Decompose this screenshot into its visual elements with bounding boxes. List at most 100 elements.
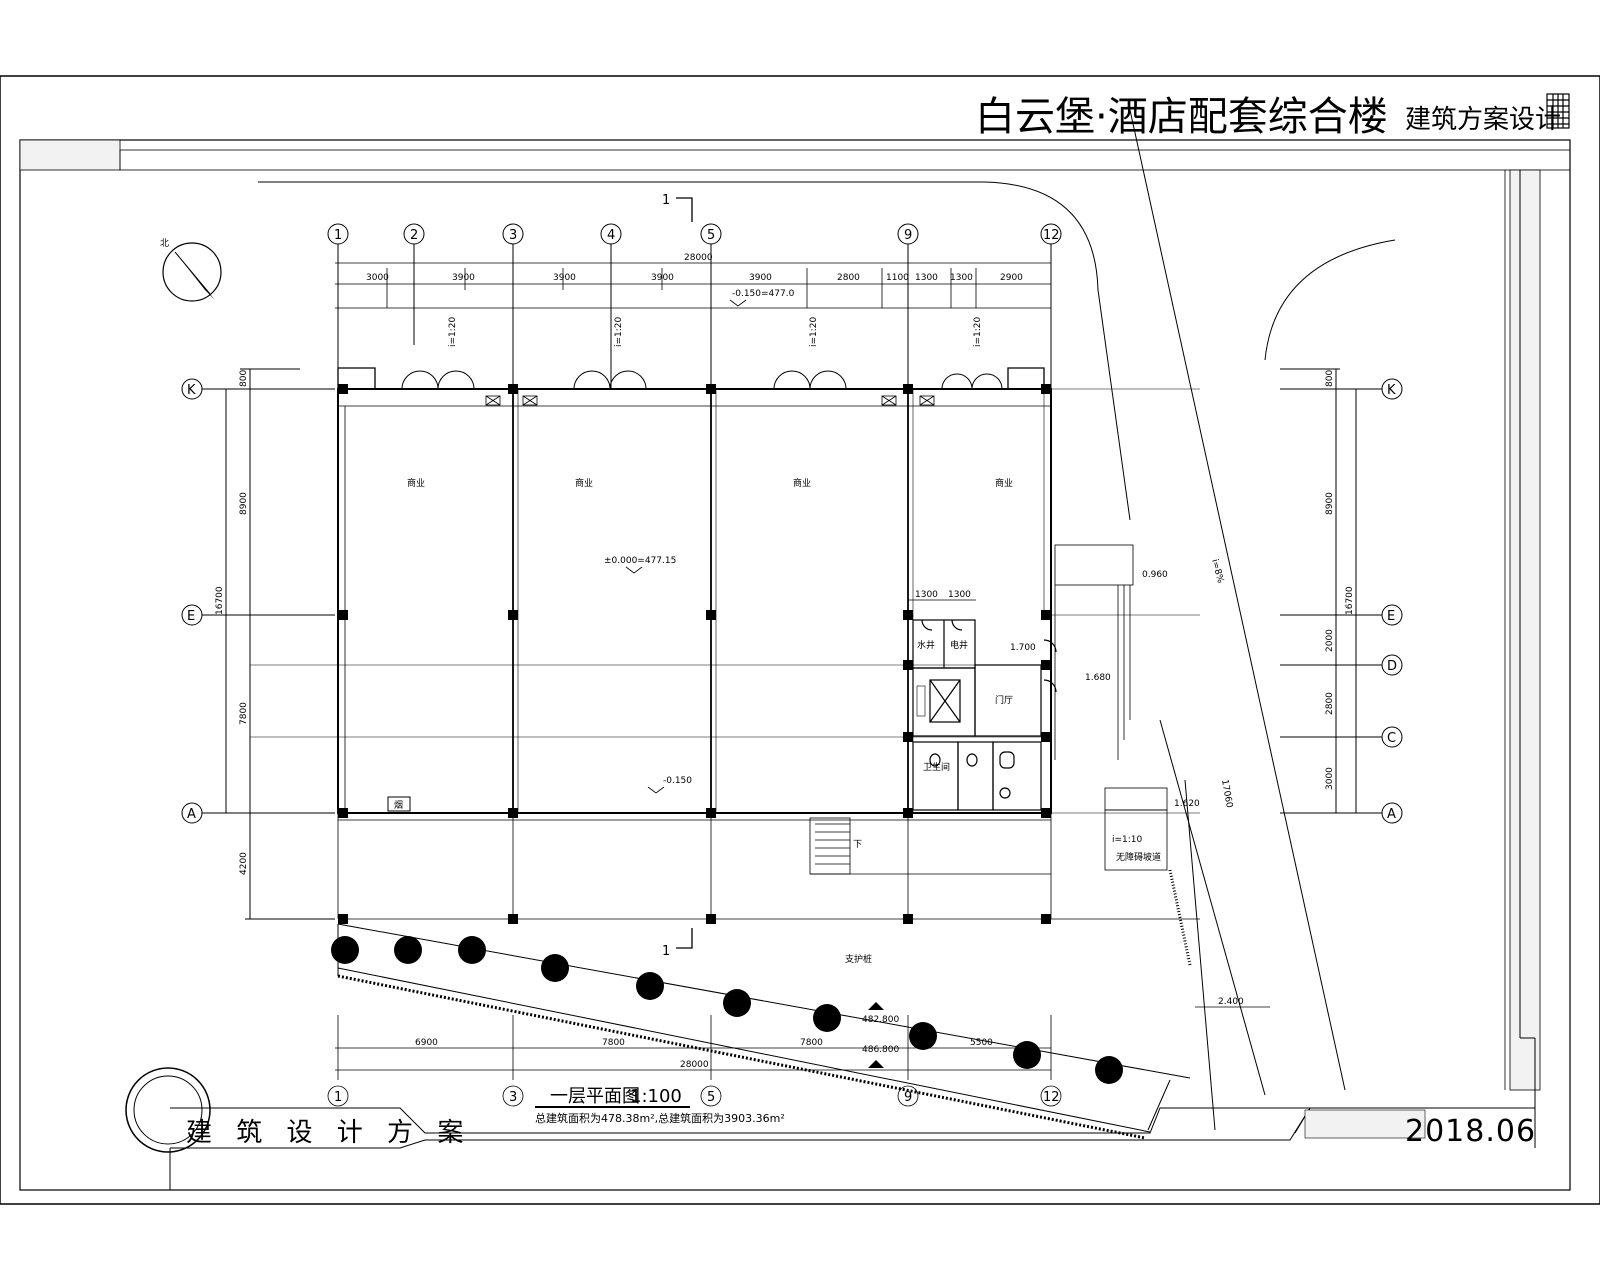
level-l1: 0.960	[1142, 570, 1168, 580]
ramp-4: i=1:20	[973, 316, 983, 347]
ramp-hatch	[1168, 869, 1192, 966]
level-l4: 1.620	[1174, 799, 1200, 809]
smoke-label: 烟	[394, 799, 403, 811]
structural-columns	[338, 384, 1051, 924]
north-arrow-icon	[162, 242, 222, 302]
axis-bottom-5: 5	[707, 1090, 715, 1105]
stamp-text: 建 筑 设 计 方 案	[186, 1118, 471, 1148]
dim-bottom-0: 6900	[415, 1038, 438, 1048]
drawing-name: 一层平面图	[550, 1086, 640, 1107]
level-indoor: -0.150	[663, 776, 692, 786]
ramp-1: i=1:20	[448, 316, 458, 347]
dim-right-3: 2800	[1325, 692, 1335, 715]
room-water-shaft: 水井	[917, 639, 935, 651]
axis-right-D: D	[1387, 659, 1397, 674]
dim-top-7: 1300	[915, 273, 938, 283]
level-floor: ±0.000=477.15	[604, 556, 676, 566]
axis-top-9: 9	[904, 228, 912, 243]
dim-top-total: 28000	[684, 253, 713, 263]
building-outline	[250, 367, 1200, 920]
level-l7-symbol	[868, 1060, 884, 1068]
title-block-icon	[1546, 93, 1570, 129]
room-shop-4: 商业	[995, 477, 1013, 489]
dim-top-6: 1100	[886, 273, 909, 283]
dim-top-1: 3900	[452, 273, 475, 283]
section-label-top: 1	[662, 193, 670, 208]
dim-right-4: 3000	[1325, 767, 1335, 790]
level-l3: 1.680	[1085, 673, 1111, 683]
facade-doors	[401, 370, 1003, 390]
axis-left-E: E	[187, 609, 195, 624]
dim-right-1: 8900	[1325, 492, 1335, 515]
level-l5: 2.400	[1218, 997, 1244, 1007]
dim-left-total: 16700	[215, 586, 225, 615]
room-shop-1: 商业	[407, 477, 425, 489]
service-core	[912, 619, 1057, 811]
bottom-dimensions	[327, 1015, 1062, 1107]
level-l7: 486.800	[862, 1045, 899, 1055]
level-indoor-symbol	[647, 786, 665, 794]
exterior-steps	[809, 544, 1168, 875]
duct-symbols	[485, 395, 935, 406]
room-shop-3: 商业	[793, 477, 811, 489]
access-ramp-label: 无障碍坡道	[1116, 851, 1161, 863]
room-stair-dim-1: 1300	[948, 590, 971, 600]
axis-top-1: 1	[334, 228, 342, 243]
level-entry-symbol	[729, 299, 747, 307]
dim-right-total: 16700	[1345, 586, 1355, 615]
right-axis	[1280, 368, 1403, 824]
axis-top-3: 3	[509, 228, 517, 243]
room-wc: 卫生间	[923, 761, 950, 773]
sheet-frame	[0, 75, 1600, 1205]
axis-left-A: A	[187, 807, 196, 822]
dim-bottom-3: 5500	[970, 1038, 993, 1048]
axis-right-K: K	[1387, 383, 1396, 398]
axis-top-2: 2	[410, 228, 418, 243]
dim-top-0: 3000	[366, 273, 389, 283]
area-note: 总建筑面积为478.38m²,总建筑面积为3903.36m²	[535, 1111, 785, 1125]
road-slope: i=8%	[1209, 558, 1225, 585]
drawing-subtitle: 建筑方案设计	[1405, 105, 1561, 135]
dim-top-3: 3900	[651, 273, 674, 283]
room-lobby: 门厅	[995, 694, 1013, 706]
drawing-title: 白云堡·酒店配套综合楼	[975, 94, 1388, 140]
axis-bottom-12: 12	[1043, 1090, 1060, 1105]
dim-right-2: 2000	[1325, 629, 1335, 652]
dim-left-1: 8900	[239, 492, 249, 515]
room-shop-2: 商业	[575, 477, 593, 489]
axis-bottom-3: 3	[509, 1090, 517, 1105]
level-floor-symbol	[625, 566, 643, 574]
retaining-wall-label: 支护桩	[845, 953, 872, 965]
axis-top-12: 12	[1043, 228, 1060, 243]
ramp-2: i=1:20	[614, 316, 624, 347]
section-mark-top	[676, 197, 693, 949]
dim-bottom-1: 7800	[602, 1038, 625, 1048]
drawing-date: 2018.06	[1405, 1114, 1536, 1149]
room-stair-dim-0: 1300	[915, 590, 938, 600]
axis-top-4: 4	[607, 228, 615, 243]
axis-right-A: A	[1387, 807, 1396, 822]
dim-top-8: 1300	[950, 273, 973, 283]
axis-bottom-1: 1	[334, 1090, 342, 1105]
dim-left-3: 4200	[239, 852, 249, 875]
top-dimensions	[335, 262, 1051, 309]
dim-top-9: 2900	[1000, 273, 1023, 283]
drawing-scale: 1:100	[630, 1086, 682, 1107]
north-label: 北	[160, 238, 169, 249]
section-label-bottom: 1	[662, 944, 670, 959]
dim-left-0: 800	[239, 370, 249, 387]
dim-left-2: 7800	[239, 702, 249, 725]
left-axis	[181, 368, 335, 920]
dim-bottom-2: 7800	[800, 1038, 823, 1048]
dim-right-0: 800	[1325, 370, 1335, 387]
dim-top-4: 3900	[749, 273, 772, 283]
level-l6: 482.800	[862, 1015, 899, 1025]
axis-right-E: E	[1387, 609, 1395, 624]
ramp-3: i=1:20	[809, 316, 819, 347]
dim-top-5: 2800	[837, 273, 860, 283]
road-length: 17060	[1219, 779, 1234, 809]
axis-bottom-9: 9	[904, 1090, 912, 1105]
tree-row	[331, 936, 1123, 1084]
axis-right-C: C	[1387, 731, 1396, 746]
